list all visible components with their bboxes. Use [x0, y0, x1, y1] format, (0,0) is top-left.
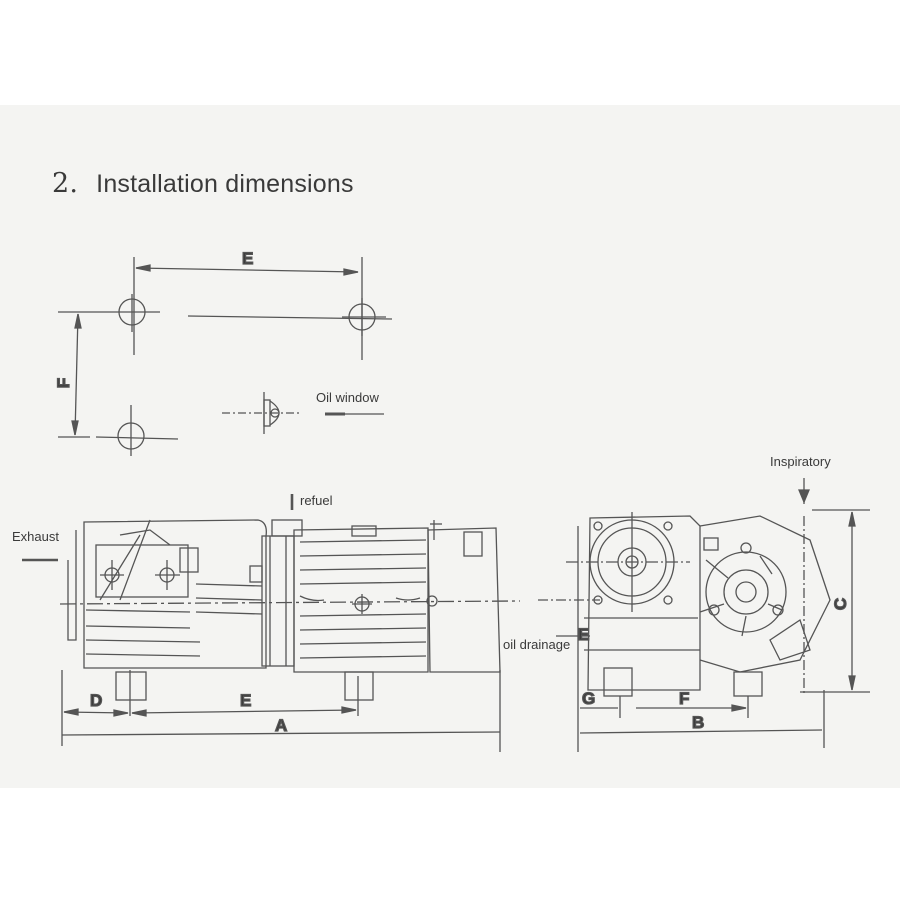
mounting-hole-layout: E F Oil window	[53, 248, 393, 456]
dim-b-end: B	[692, 713, 704, 732]
section-title: Installation dimensions	[96, 170, 354, 198]
dim-c-end: C	[831, 598, 850, 610]
drawing-sheet	[0, 105, 900, 788]
dim-a-side: A	[275, 716, 287, 735]
dim-g-end: G	[582, 689, 595, 708]
exhaust-label: Exhaust	[12, 529, 59, 544]
dim-e-end: E	[578, 625, 589, 644]
dim-d-side: D	[90, 691, 102, 710]
pump-side-view: refuel Exhaust D E A	[12, 493, 521, 752]
oil-drainage-label: oil drainage	[503, 637, 570, 652]
dim-f-end: F	[679, 689, 689, 708]
dim-f-top: F	[54, 378, 73, 388]
dim-e-side: E	[240, 691, 251, 710]
mount-hole	[342, 298, 386, 336]
section-number: 2.	[52, 168, 79, 199]
page-title: 2. Installation dimensions	[52, 168, 354, 199]
refuel-label: refuel	[300, 493, 333, 508]
mount-hole	[112, 294, 160, 332]
inspiratory-label: Inspiratory	[770, 454, 831, 469]
oil-window-icon	[222, 392, 300, 434]
dim-e-top: E	[242, 249, 253, 268]
oil-window-label: Oil window	[316, 390, 379, 405]
pump-end-view: Inspiratory oil drainage E C G F B	[503, 454, 870, 752]
mount-hole	[95, 405, 179, 456]
